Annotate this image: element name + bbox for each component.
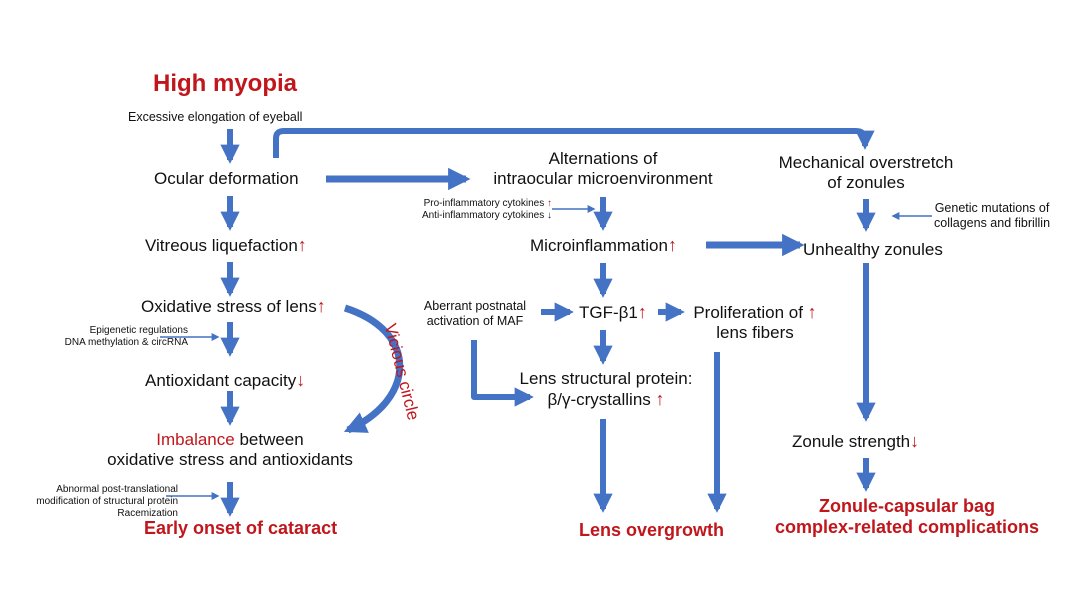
node-zonule-strength: Zonule strength↓ <box>792 431 920 451</box>
node-genetic-mutations: Genetic mutations of collagens and fibri… <box>934 201 1051 230</box>
node-cytokines: Pro-inflammatory cytokines ↑ Anti-inflam… <box>421 198 552 221</box>
node-tgf-beta1: TGF-β1↑ <box>579 302 647 322</box>
down-arrow-symbol: ↓ <box>296 370 306 390</box>
down-arrow-symbol: ↓ <box>910 431 920 451</box>
up-arrow-symbol: ↑ <box>316 296 326 316</box>
node-ocular-deformation: Ocular deformation <box>154 169 299 188</box>
up-arrow-symbol: ↑ <box>637 302 647 322</box>
node-microinflammation: Microinflammation↑ <box>530 235 677 255</box>
node-unhealthy-zonules: Unhealthy zonules <box>803 240 943 259</box>
arrow-top-bracket <box>273 128 875 158</box>
diagram-title: High myopia <box>153 70 298 97</box>
node-mechanical-overstretch: Mechanical overstretch of zonules <box>778 153 954 193</box>
node-oxidative-stress: Oxidative stress of lens↑ <box>141 296 326 316</box>
node-vitreous-liquefaction: Vitreous liquefaction↑ <box>145 235 307 255</box>
node-proliferation-lens-fibers: Proliferation of ↑ lens fibers <box>693 302 817 343</box>
up-arrow-symbol: ↑ <box>297 235 307 255</box>
node-alternations-microenvironment: Alternations of intraocular microenviron… <box>493 149 713 189</box>
up-arrow-symbol: ↑ <box>667 235 677 255</box>
arrow-vicious-circle <box>343 304 404 434</box>
node-aberrant-maf: Aberrant postnatal activation of MAF <box>423 299 527 328</box>
node-lens-structural-protein: Lens structural protein: β/γ-crystallins… <box>519 369 693 410</box>
node-imbalance: Imbalance between oxidative stress and a… <box>107 430 353 470</box>
outcome-lens-overgrowth: Lens overgrowth <box>579 520 725 540</box>
outcome-early-cataract: Early onset of cataract <box>144 518 338 538</box>
arrow-maf-to-structural <box>471 340 534 407</box>
outcome-zonule-complications: Zonule-capsular bag complex-related comp… <box>774 496 1040 538</box>
node-abnormal-modification: Abnormal post-translational modification… <box>36 484 178 519</box>
node-excessive-elongation: Excessive elongation of eyeball <box>128 110 303 124</box>
node-antioxidant-capacity: Antioxidant capacity↓ <box>145 370 306 390</box>
